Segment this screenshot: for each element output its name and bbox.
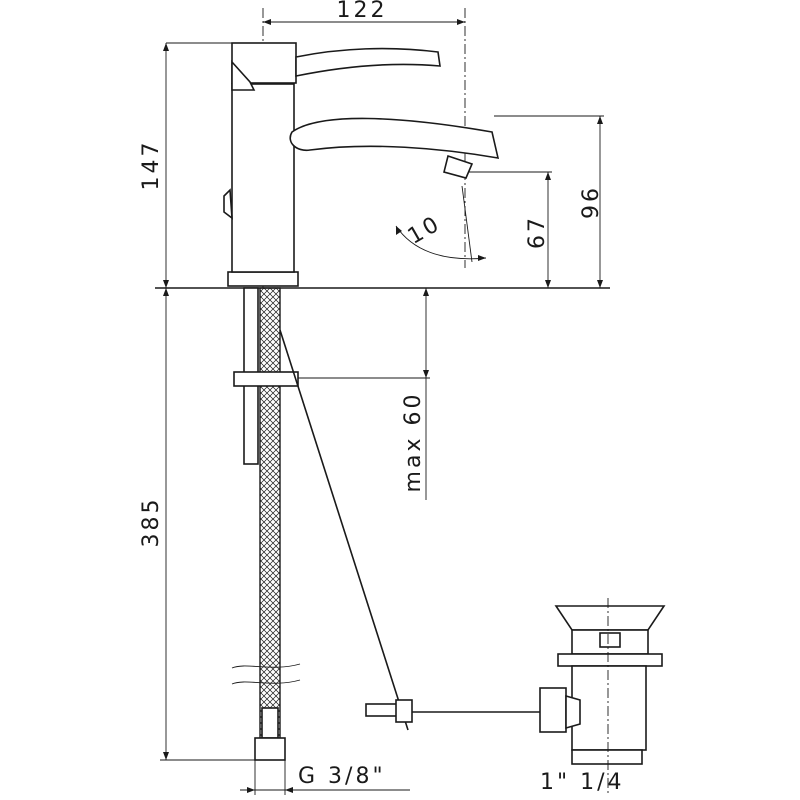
dim-hose-length [160,288,255,761]
dim-label-96: 96 [579,185,604,219]
dim-spout-height [494,115,604,288]
faucet-body [223,42,500,287]
dim-label-122: 122 [337,0,388,23]
fixing-nut [233,371,299,387]
dim-label-10: 10 [404,211,446,250]
dim-width-top [263,19,465,25]
hose-nut [254,737,286,761]
pop-up-rod [279,329,409,731]
waste-assembly [539,605,666,765]
dim-height-total [163,42,232,288]
dim-label-thread: G 3/8" [298,764,386,789]
linkage-clamp [365,699,413,723]
dim-label-67: 67 [525,215,550,249]
dim-label-max-60: max 60 [401,392,426,493]
hose-break-symbol [231,663,301,685]
dim-max-thickness [298,288,430,500]
dim-label-147: 147 [139,140,164,191]
dim-spout-angle [395,185,487,263]
dim-connection-thread [240,760,410,795]
dim-label-385: 385 [139,497,164,548]
dim-label-waste: 1" 1/4 [540,770,625,795]
braided-hose [259,287,281,739]
hose-fitting [261,707,279,739]
dim-outlet-height [468,171,552,288]
